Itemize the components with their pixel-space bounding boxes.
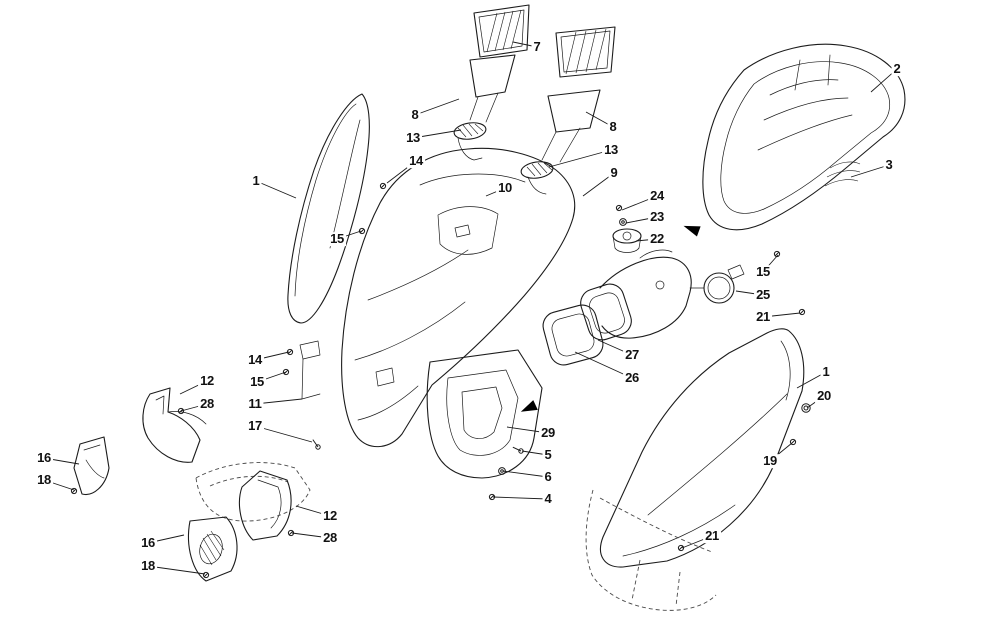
- leader-line: [506, 426, 549, 434]
- intake-duct-left: [469, 54, 516, 123]
- leader-line: [870, 68, 898, 93]
- leader-line: [681, 535, 713, 549]
- leader-line: [521, 450, 549, 456]
- leader-line: [762, 254, 779, 273]
- screw-icon: [286, 348, 294, 356]
- leader-line: [147, 534, 185, 544]
- leader-line: [254, 398, 303, 405]
- leader-line: [796, 371, 827, 389]
- bolt-icon: [512, 446, 524, 454]
- screw-icon: [789, 438, 797, 446]
- leader-line: [635, 238, 658, 242]
- ghost-console-panel: [195, 462, 311, 522]
- lower-vent-panel: [187, 516, 238, 582]
- top-grille-left: [473, 4, 530, 58]
- leader-line: [574, 351, 633, 379]
- center-hood-panel: [299, 147, 576, 448]
- screw-icon: [287, 529, 295, 537]
- leader-line: [625, 216, 658, 224]
- lower-shield-panel: [238, 470, 292, 541]
- leader-line: [850, 164, 890, 178]
- leader-line: [485, 187, 506, 197]
- top-grille-right: [555, 26, 616, 78]
- screw-icon: [773, 250, 781, 258]
- upper-left-fin-panel: [73, 436, 110, 496]
- leader-line: [762, 312, 801, 318]
- leader-line: [254, 425, 313, 443]
- direction-arrow-icon: [683, 225, 701, 237]
- air-intake-funnel: [580, 249, 705, 341]
- leader-line: [735, 290, 764, 296]
- grommet-icon: [801, 403, 811, 413]
- leader-line: [548, 149, 612, 168]
- lower-intake-duct: [426, 349, 543, 479]
- vent-ring-right: [520, 161, 554, 195]
- washer-icon: [498, 467, 506, 475]
- leader-line: [295, 505, 331, 517]
- leader-line: [414, 98, 460, 116]
- leader-line: [582, 172, 615, 197]
- screw-icon: [282, 368, 290, 376]
- leader-line: [585, 111, 614, 128]
- intake-duct-right: [541, 89, 601, 163]
- leader-line: [180, 403, 208, 412]
- bolt-icon: [312, 439, 321, 450]
- leader-line: [255, 180, 297, 199]
- leader-line: [621, 195, 658, 211]
- screw-icon: [615, 204, 623, 212]
- screw-icon: [70, 487, 78, 495]
- leader-line: [597, 339, 633, 356]
- right-side-panel: [599, 328, 805, 568]
- hose-clamp: [703, 264, 745, 304]
- leader-line: [769, 442, 793, 462]
- upper-left-bracket: [142, 387, 207, 463]
- leader-line: [512, 41, 538, 48]
- screw-icon: [798, 308, 806, 316]
- washer-icon: [619, 218, 627, 226]
- screw-icon: [202, 571, 210, 579]
- direction-arrow-icon: [520, 400, 538, 412]
- vent-ring-left: [453, 122, 487, 161]
- leader-line: [412, 129, 462, 139]
- leader-line: [502, 470, 549, 478]
- screw-icon: [488, 493, 496, 501]
- intake-valve: [612, 228, 642, 253]
- leader-line: [43, 457, 80, 465]
- leader-line: [291, 532, 331, 539]
- ghost-belly-pan: [585, 489, 717, 611]
- screw-icon: [358, 227, 366, 235]
- screw-icon: [177, 407, 185, 415]
- leader-line: [43, 479, 75, 491]
- screw-icon: [379, 182, 387, 190]
- leader-line: [179, 380, 208, 395]
- leader-line: [147, 565, 206, 575]
- screw-icon: [677, 544, 685, 552]
- leader-line: [256, 371, 287, 383]
- leader-line: [254, 351, 290, 361]
- leader-line: [492, 496, 549, 500]
- leader-line: [336, 230, 362, 240]
- rear-hood-shell: [702, 43, 906, 231]
- leader-line: [386, 160, 417, 184]
- left-side-panel: [287, 93, 370, 324]
